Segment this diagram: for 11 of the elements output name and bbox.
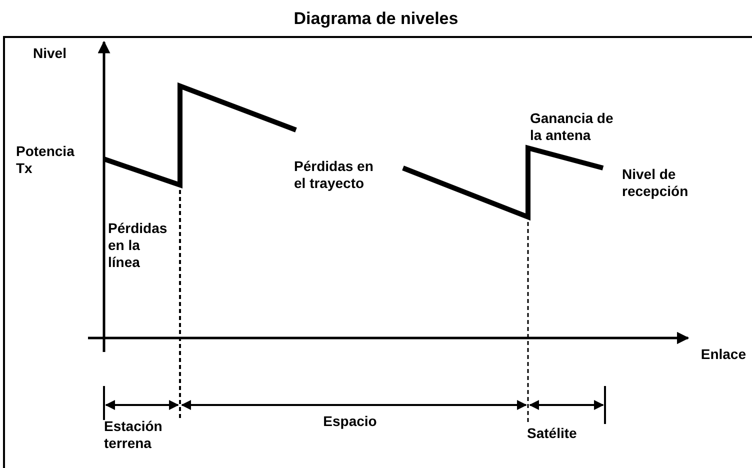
segment-label: Estación terrena xyxy=(104,418,164,452)
axis-label: Nivel xyxy=(33,45,68,62)
axis-label: Enlace xyxy=(700,346,746,363)
diagram-title: Diagrama de niveles xyxy=(292,9,460,29)
annotation-text: Pérdidas en la línea xyxy=(108,220,168,271)
annotation-text: Ganancia de la antena xyxy=(530,110,614,144)
annotation-text: Pérdidas en el trayecto xyxy=(294,158,374,192)
annotation-text: Nivel de recepción xyxy=(622,166,690,200)
axis-label: Potencia Tx xyxy=(16,143,76,177)
segment-label: Espacio xyxy=(322,413,378,430)
segment-label: Satélite xyxy=(527,425,578,442)
